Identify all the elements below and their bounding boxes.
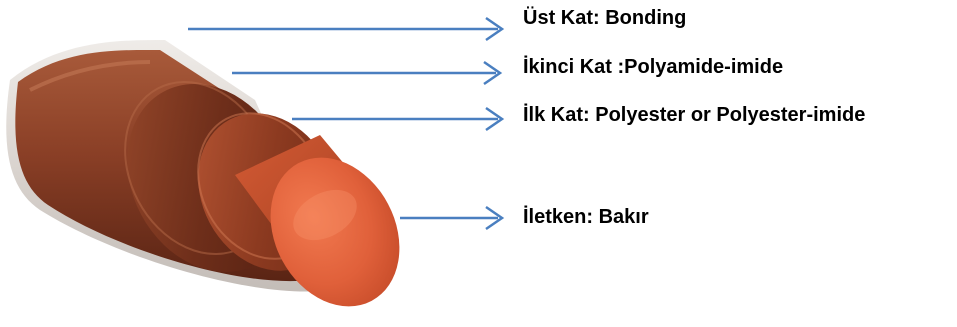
label-first-layer: İlk Kat: Polyester or Polyester-imide	[523, 104, 866, 126]
arrow-conductor	[400, 205, 505, 231]
label-second-layer: İkinci Kat :Polyamide-imide	[523, 56, 784, 78]
arrow-top	[188, 16, 505, 42]
label-top-layer: Üst Kat: Bonding	[523, 7, 687, 29]
label-conductor: İletken: Bakır	[523, 206, 649, 228]
arrow-second	[232, 60, 503, 86]
arrow-first	[292, 106, 505, 132]
copper-conductor	[235, 135, 400, 307]
